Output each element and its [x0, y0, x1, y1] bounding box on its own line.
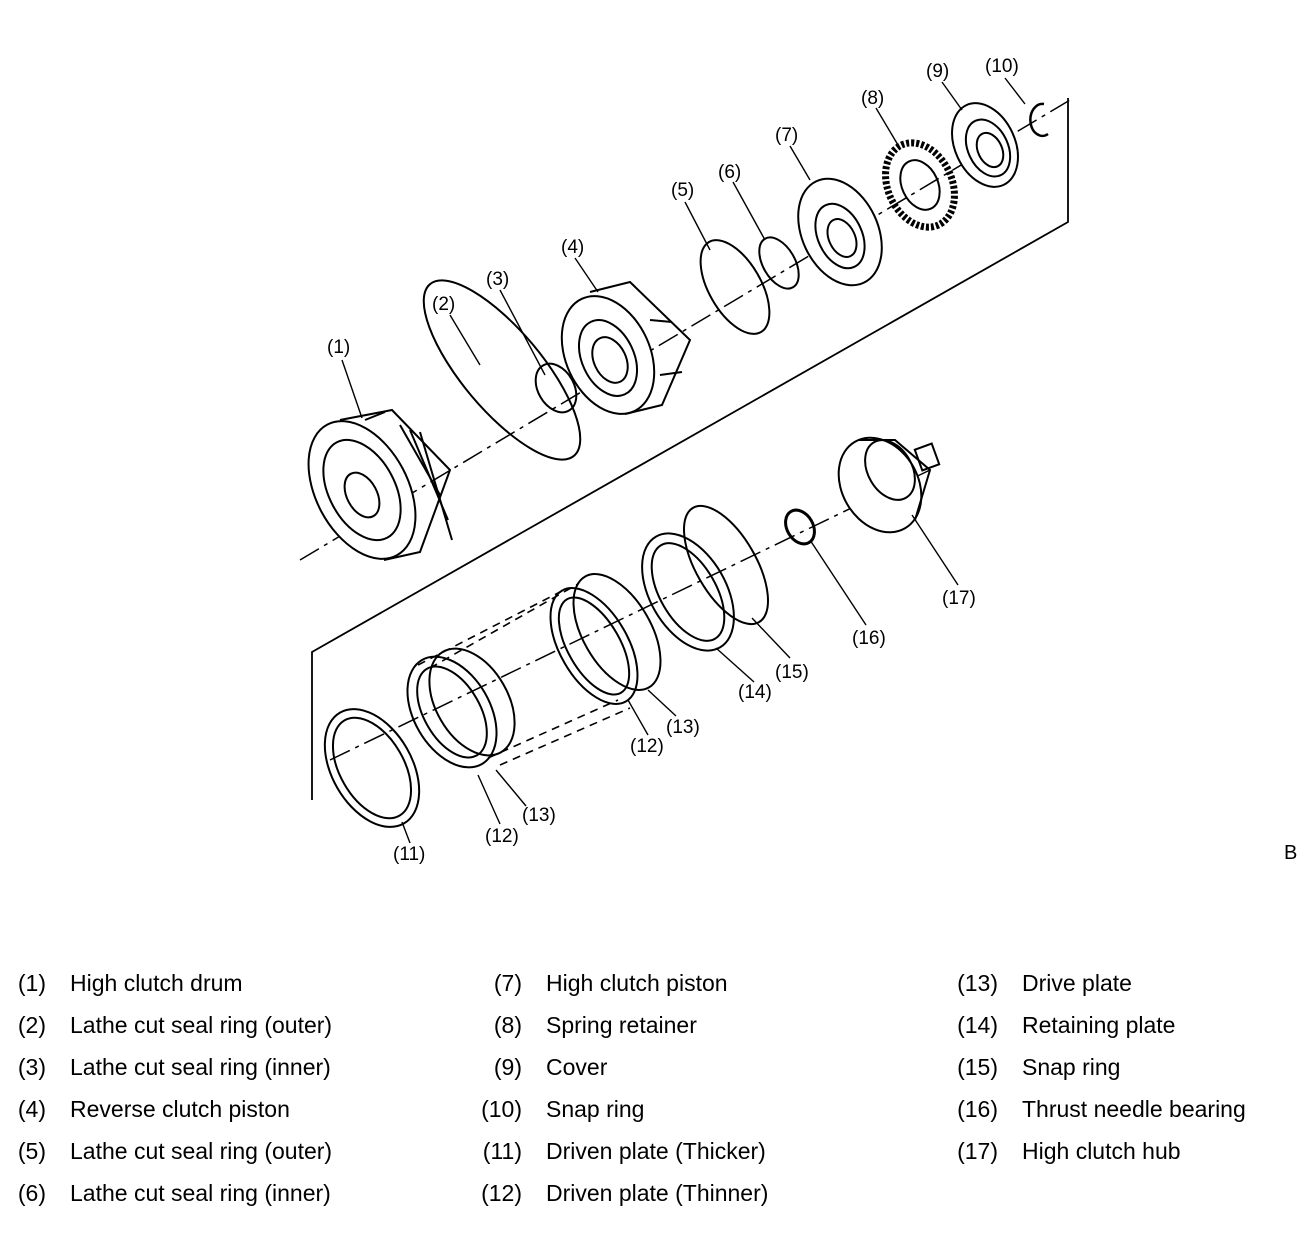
callout-5: (5) — [671, 180, 694, 201]
upper-axis-line — [299, 99, 1071, 561]
high-clutch-piston — [797, 177, 883, 287]
legend-number: (11) — [482, 1138, 522, 1164]
legend-row: (12) Driven plate (Thinner) — [481, 1172, 769, 1214]
legend-row: (17) High clutch hub — [957, 1130, 1246, 1172]
legend-label: Driven plate (Thinner) — [546, 1180, 769, 1206]
callout-14: (14) — [738, 682, 772, 703]
legend-row: (6) Lathe cut seal ring (inner) — [18, 1172, 332, 1214]
high-clutch-hub — [837, 436, 941, 534]
legend-label: Lathe cut seal ring (inner) — [70, 1054, 331, 1080]
legend-label: Driven plate (Thicker) — [546, 1138, 766, 1164]
reverse-clutch-piston — [560, 280, 692, 415]
legend-number: (15) — [957, 1054, 998, 1080]
legend-row: (16) Thrust needle bearing — [957, 1088, 1246, 1130]
callout-2: (2) — [432, 294, 455, 315]
legend-label: Retaining plate — [1022, 1012, 1176, 1038]
legend-label: Spring retainer — [546, 1012, 697, 1038]
snap-ring — [1029, 102, 1049, 138]
legend-number: (5) — [17, 1138, 46, 1164]
assembly-frame — [311, 98, 1069, 800]
legend-number: (7) — [493, 970, 522, 996]
legend-label: Snap ring — [546, 1096, 645, 1122]
callout-10: (10) — [985, 56, 1019, 77]
legend-column-1: (1) High clutch drum (2) Lathe cut seal ri… — [18, 962, 333, 1214]
callout-13-upper: (13) — [666, 717, 700, 738]
callout-8: (8) — [861, 88, 884, 109]
callout-13-lower: (13) — [522, 805, 556, 826]
legend-number: (8) — [493, 1012, 522, 1038]
legend-row: (1) High clutch drum — [18, 962, 332, 1004]
legend-number: (16) — [957, 1096, 998, 1122]
legend-label: Lathe cut seal ring (outer) — [70, 1138, 333, 1164]
driven-plate-thicker — [323, 708, 421, 828]
callout-16: (16) — [852, 628, 886, 649]
legend-row: (5) Lathe cut seal ring (outer) — [18, 1130, 333, 1172]
legend-number: (14) — [957, 1012, 998, 1038]
snap-ring-2 — [683, 504, 769, 626]
legend-row: (2) Lathe cut seal ring (outer) — [18, 1004, 333, 1046]
legend-number: (17) — [957, 1138, 998, 1164]
legend-label: High clutch hub — [1022, 1138, 1181, 1164]
legend-number: (13) — [957, 970, 998, 996]
lathe-cut-seal-ring-inner — [534, 362, 578, 414]
parts-legend: (1) High clutch drum (2) Lathe cut seal ri… — [0, 962, 1312, 1222]
thrust-needle-bearing — [784, 508, 816, 546]
legend-label: Snap ring — [1022, 1054, 1121, 1080]
legend-number: (3) — [17, 1054, 46, 1080]
legend-label: High clutch piston — [546, 970, 728, 996]
legend-number: (12) — [481, 1180, 522, 1206]
legend-number: (6) — [17, 1180, 46, 1206]
legend-row: (13) Drive plate — [957, 962, 1246, 1004]
legend-row: (4) Reverse clutch piston — [18, 1088, 332, 1130]
high-clutch-drum — [307, 408, 453, 561]
retaining-plate — [641, 532, 735, 652]
driven-and-drive-plates-upper — [549, 573, 662, 705]
callout-15: (15) — [775, 662, 809, 683]
legend-row: (15) Snap ring — [957, 1046, 1246, 1088]
legend-number: (1) — [17, 970, 46, 996]
legend-row: (11) Driven plate (Thicker) — [483, 1130, 768, 1172]
callout-3: (3) — [486, 269, 509, 290]
legend-label: Cover — [546, 1054, 608, 1080]
edge-mark: B — [1284, 842, 1298, 864]
callout-4: (4) — [561, 237, 584, 258]
legend-row: (8) Spring retainer — [494, 1004, 768, 1046]
lower-axis-line — [329, 469, 931, 761]
legend-column-3: (13) Drive plate (14) Retaining plate (15)… — [957, 962, 1246, 1172]
driven-and-drive-plates-lower — [406, 647, 516, 769]
lathe-cut-seal-ring-outer — [422, 279, 582, 461]
legend-label: Drive plate — [1022, 970, 1132, 996]
legend-row: (14) Retaining plate — [957, 1004, 1246, 1046]
callout-7: (7) — [775, 125, 798, 146]
callout-17: (17) — [942, 588, 976, 609]
legend-number: (4) — [17, 1096, 46, 1122]
legend-row: (7) High clutch piston — [494, 962, 768, 1004]
legend-column-2: (7) High clutch piston (8) Spring retainer… — [481, 962, 769, 1214]
legend-number: (9) — [493, 1054, 522, 1080]
leader-lines — [341, 77, 1026, 844]
legend-label: High clutch drum — [70, 970, 243, 996]
exploded-view-diagram: (1) (2) (3) (4) (5) (6) (7) (8) (9) (10)… — [299, 56, 1071, 865]
legend-number: (10) — [481, 1096, 522, 1122]
legend-label: Lathe cut seal ring (inner) — [70, 1180, 331, 1206]
legend-label: Lathe cut seal ring (outer) — [70, 1012, 333, 1038]
callout-11: (11) — [393, 844, 425, 865]
callout-12-lower: (12) — [485, 826, 519, 847]
legend-label: Thrust needle bearing — [1022, 1096, 1246, 1122]
legend-label: Reverse clutch piston — [70, 1096, 290, 1122]
legend-number: (2) — [17, 1012, 46, 1038]
plate-connector-lines — [417, 583, 631, 766]
callout-1: (1) — [327, 337, 350, 358]
legend-row: (3) Lathe cut seal ring (inner) — [18, 1046, 332, 1088]
legend-row: (10) Snap ring — [481, 1088, 768, 1130]
callout-6: (6) — [718, 162, 741, 183]
legend-row: (9) Cover — [494, 1046, 768, 1088]
cover — [951, 102, 1019, 188]
lathe-cut-seal-ring-outer-2 — [699, 239, 771, 335]
callout-12-upper: (12) — [630, 736, 664, 757]
callout-9: (9) — [926, 61, 949, 82]
